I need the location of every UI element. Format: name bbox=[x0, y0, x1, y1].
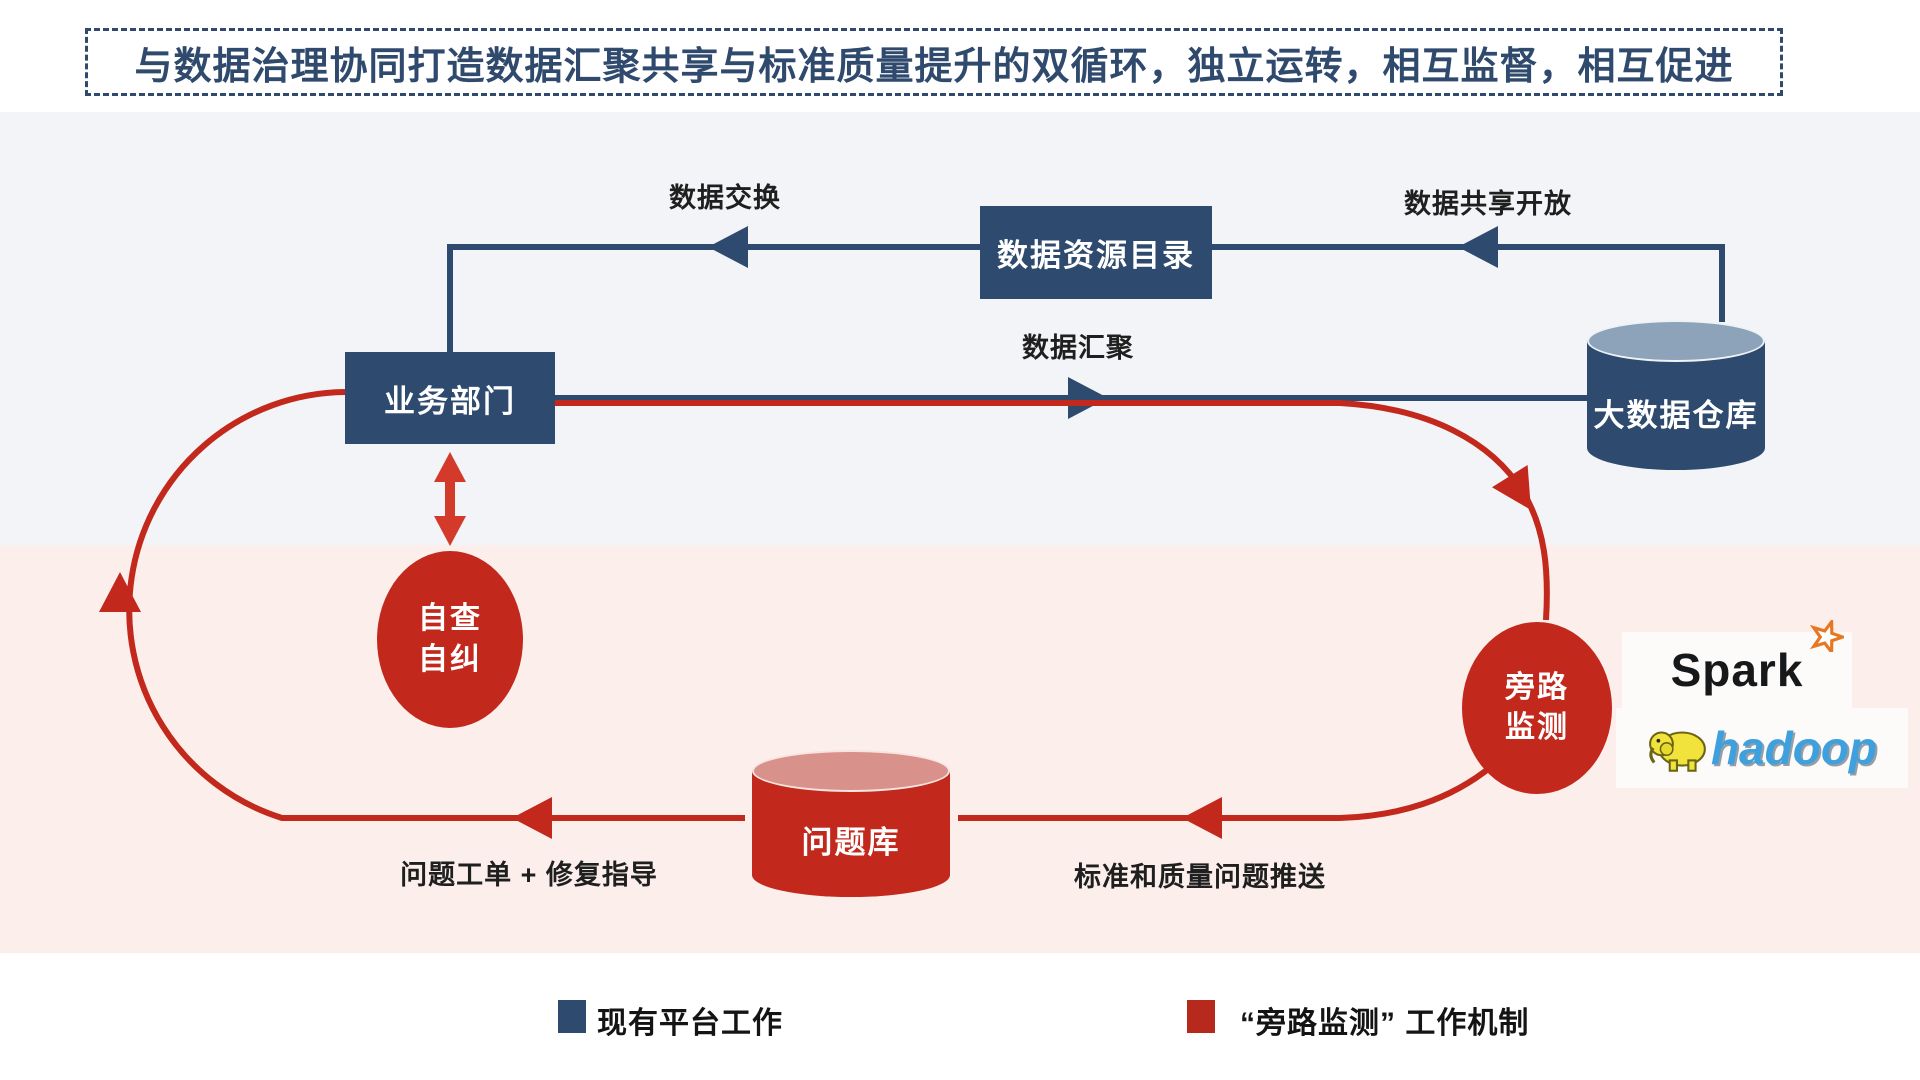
node-big-data-warehouse: 大数据仓库 bbox=[1587, 320, 1765, 470]
arrow-right-icon bbox=[1068, 377, 1108, 419]
edge-label-exchange: 数据交换 bbox=[669, 183, 781, 213]
edge-issuedb-to-business bbox=[126, 389, 745, 821]
edge-monitor-to-issuedb bbox=[958, 763, 1494, 821]
node-label: 大数据仓库 bbox=[1593, 397, 1759, 433]
hadoop-logo: hadoop bbox=[1616, 708, 1908, 788]
node-label: 数据资源目录 bbox=[997, 238, 1195, 273]
edge-label-share-open: 数据共享开放 bbox=[1404, 189, 1572, 219]
spark-logo-text: Spark bbox=[1670, 644, 1804, 696]
edge-warehouse-to-catalog bbox=[1210, 244, 1725, 322]
edge-business-to-monitor bbox=[555, 400, 1550, 621]
edge-label-aggregate: 数据汇聚 bbox=[1022, 333, 1134, 363]
arrow-left-icon bbox=[512, 797, 552, 839]
node-label-line1: 旁路 bbox=[1505, 670, 1569, 704]
node-bypass-monitor: 旁路 监测 bbox=[1462, 622, 1612, 794]
arrow-left-icon bbox=[1182, 797, 1222, 839]
legend-swatch-platform bbox=[558, 1000, 586, 1033]
page-title: 与数据治理协同打造数据汇聚共享与标准质量提升的双循环，独立运转，相互监督，相互促… bbox=[134, 45, 1734, 88]
cylinder-top bbox=[1587, 320, 1765, 362]
node-data-resource-catalog: 数据资源目录 bbox=[980, 206, 1212, 299]
legend-label-monitor: “旁路监测” 工作机制 bbox=[1240, 1007, 1530, 1040]
node-label: 业务部门 bbox=[384, 383, 516, 419]
spark-star-icon bbox=[1810, 620, 1844, 652]
node-label-line2: 自纠 bbox=[418, 642, 482, 676]
title-box: 与数据治理协同打造数据汇聚共享与标准质量提升的双循环，独立运转，相互监督，相互促… bbox=[85, 28, 1783, 96]
arrow-left-icon bbox=[708, 226, 748, 268]
legend-swatch-monitor bbox=[1187, 1000, 1215, 1033]
node-label-line2: 监测 bbox=[1505, 711, 1569, 744]
arrow-up-icon bbox=[434, 452, 466, 482]
edge-label-ticket: 问题工单 + 修复指导 bbox=[400, 860, 658, 890]
hadoop-elephant-icon bbox=[1649, 731, 1706, 772]
node-label-line1: 自查 bbox=[418, 602, 482, 635]
spark-logo: Spark bbox=[1622, 620, 1852, 708]
cylinder-top bbox=[752, 750, 950, 792]
edge-catalog-to-business bbox=[447, 244, 980, 352]
existing-platform-band bbox=[0, 112, 1920, 545]
legend-label-platform: 现有平台工作 bbox=[597, 1007, 783, 1040]
node-label: 问题库 bbox=[801, 825, 901, 860]
edge-label-push: 标准和质量问题推送 bbox=[1074, 862, 1326, 892]
arrow-up-icon bbox=[99, 572, 141, 612]
node-business-department: 业务部门 bbox=[345, 352, 555, 444]
node-self-check: 自查 自纠 bbox=[377, 551, 523, 728]
arrow-down-icon bbox=[434, 516, 466, 546]
hadoop-logo-text: hadoop bbox=[1710, 722, 1878, 774]
arrow-down-right-icon bbox=[1491, 464, 1531, 510]
node-issue-database: 问题库 bbox=[752, 750, 950, 897]
arrow-left-icon bbox=[1458, 226, 1498, 268]
